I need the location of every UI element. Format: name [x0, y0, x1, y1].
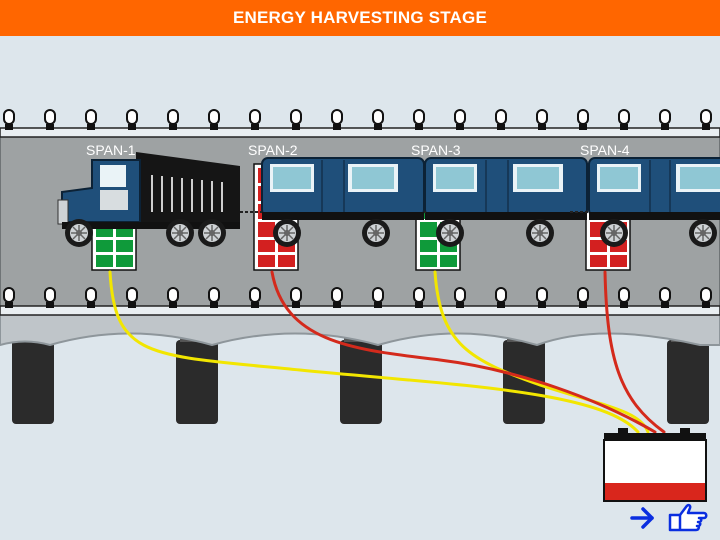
battery — [603, 428, 707, 502]
bridge-scene: SPAN-1 SPAN-2 SPAN-3 SPAN-4 — [0, 109, 720, 502]
bridge-piers — [12, 332, 709, 424]
span-1-label: SPAN-1 — [86, 142, 136, 158]
harvest-wires — [108, 270, 666, 434]
battery-charge-fill — [605, 483, 705, 500]
top-guard-rail — [0, 109, 720, 138]
dump-truck-span-1 — [57, 152, 240, 248]
stage-title: ENERGY HARVESTING STAGE — [233, 8, 487, 27]
bus-span-2 — [261, 157, 425, 248]
right-arrow-icon — [630, 507, 654, 529]
bridge-deck — [0, 311, 720, 347]
bottom-guard-rail — [0, 287, 720, 316]
wire-span-4 — [603, 270, 666, 434]
span-2-label: SPAN-2 — [248, 142, 298, 158]
wire-span-2 — [270, 270, 657, 434]
wire-span-1 — [108, 270, 640, 434]
stage-header: ENERGY HARVESTING STAGE — [0, 0, 720, 36]
bus-span-3 — [424, 157, 588, 248]
next-step-button[interactable] — [628, 500, 708, 536]
span-3-label: SPAN-3 — [411, 142, 461, 158]
bus-span-4 — [588, 157, 720, 248]
pointing-hand-icon — [668, 503, 708, 532]
span-4-label: SPAN-4 — [580, 142, 630, 158]
wire-span-3 — [433, 270, 650, 434]
